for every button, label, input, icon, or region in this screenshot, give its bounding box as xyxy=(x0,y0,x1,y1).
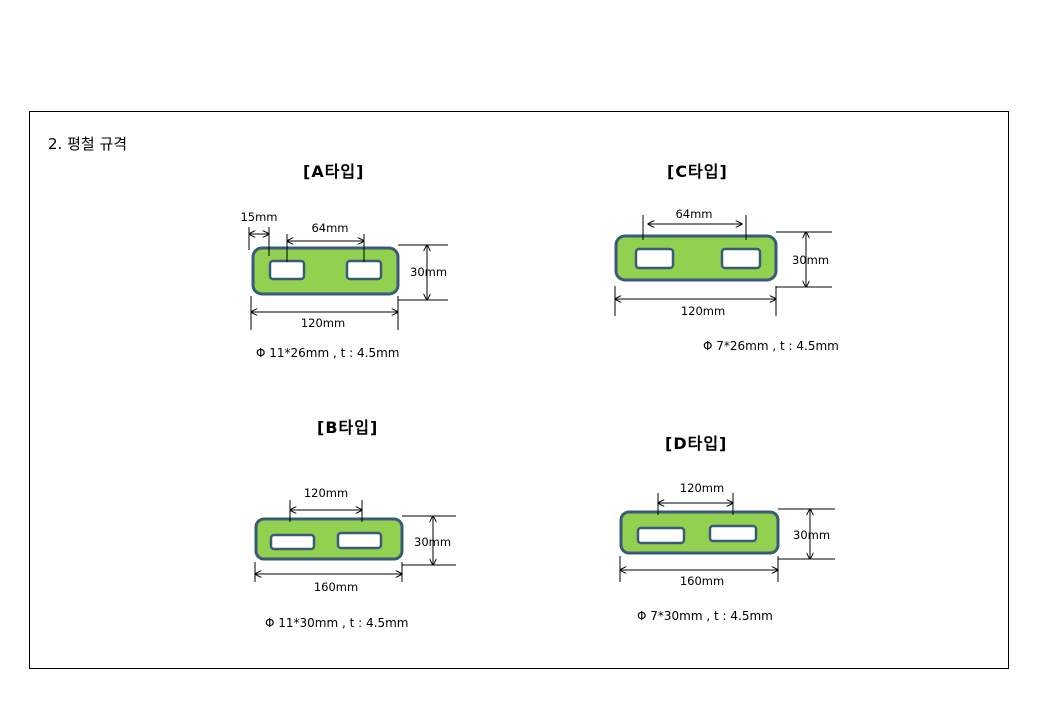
dim-length-b: 160mm xyxy=(314,580,358,594)
title-type-a: [A타입] xyxy=(303,162,365,181)
hole-right xyxy=(708,524,758,543)
plate-type-b: 120mm 30mm 160mm xyxy=(255,486,456,594)
dim-height-d: 30mm xyxy=(793,528,830,542)
dim-height-b: 30mm xyxy=(414,535,451,549)
plate-type-c: 64mm 30mm 120mm xyxy=(615,207,832,318)
dim-height-c: 30mm xyxy=(792,253,829,267)
title-type-c: [C타입] xyxy=(667,162,728,181)
spec-type-b: Φ 11*30mm , t : 4.5mm xyxy=(265,616,409,630)
section-heading: 2. 평철 규격 xyxy=(48,135,128,153)
plate-type-a: 15mm 64mm 30mm 120mm xyxy=(240,210,448,330)
title-type-d: [D타입] xyxy=(665,434,728,453)
hole-left xyxy=(636,526,686,545)
dim-length-c: 120mm xyxy=(681,304,725,318)
hole-right xyxy=(336,531,383,550)
title-type-b: [B타입] xyxy=(317,418,379,437)
dim-pitch-d: 120mm xyxy=(680,481,724,495)
hole-left xyxy=(634,247,675,270)
plate-type-d: 120mm 30mm 160mm xyxy=(620,481,835,588)
hole-left xyxy=(269,533,316,551)
dim-pitch-a: 64mm xyxy=(311,221,348,235)
plate-body xyxy=(251,246,400,296)
dim-pitch-c: 64mm xyxy=(675,207,712,221)
dim-length-d: 160mm xyxy=(680,574,724,588)
hole-right xyxy=(720,247,762,270)
dim-pitch-b: 120mm xyxy=(304,486,348,500)
dim-edge-a: 15mm xyxy=(240,210,277,224)
hole-right xyxy=(345,259,383,281)
spec-type-c: Φ 7*26mm , t : 4.5mm xyxy=(703,339,839,353)
dim-height-a: 30mm xyxy=(410,265,447,279)
dim-length-a: 120mm xyxy=(301,316,345,330)
spec-frame xyxy=(29,111,1009,669)
spec-type-a: Φ 11*26mm , t : 4.5mm xyxy=(256,346,400,360)
spec-type-d: Φ 7*30mm , t : 4.5mm xyxy=(637,609,773,623)
hole-left xyxy=(268,259,306,281)
